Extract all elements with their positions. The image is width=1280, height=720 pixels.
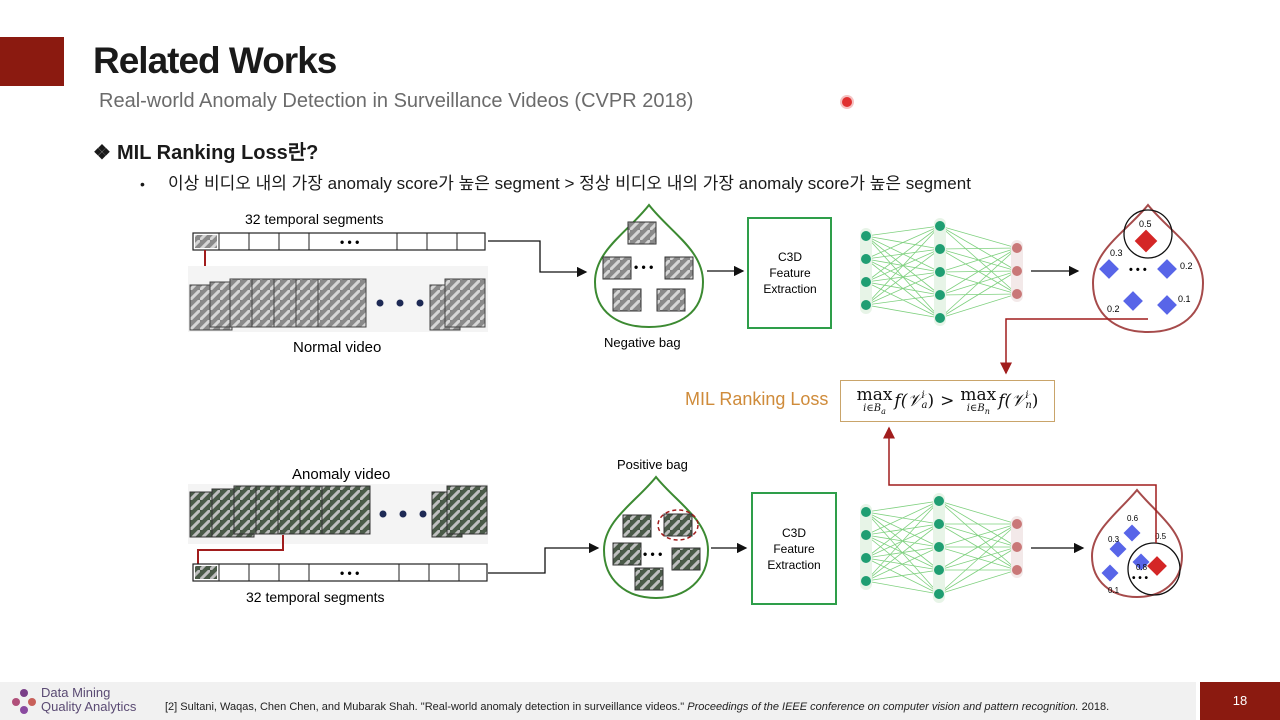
formula-sup-a: i: [921, 390, 925, 401]
positive-bag-frames: • • •: [612, 509, 701, 591]
positive-to-loss-arrow: [883, 426, 1157, 543]
formula-close-n: ): [1031, 391, 1039, 411]
top-score-3: 0.2: [1107, 304, 1120, 314]
bottom-max-circle: [1127, 542, 1181, 596]
negative-bag-frames: • • •: [602, 221, 694, 312]
citation: [2] Sultani, Waqas, Chen Chen, and Mubar…: [165, 701, 1109, 713]
bottom-video-label: Anomaly video: [292, 466, 390, 483]
bottom-segment-strip: • • •: [192, 563, 488, 582]
page-number: 18: [1200, 682, 1280, 720]
top-video-label: Normal video: [293, 339, 381, 356]
formula-sub-a-idx: a: [881, 406, 886, 416]
formula-close-a: ): [927, 391, 935, 411]
mil-ranking-loss-label: MIL Ranking Loss: [685, 389, 829, 409]
dmqa-logo-icon: [12, 689, 36, 714]
negative-bag-ellipsis: • • •: [634, 260, 653, 274]
top-segment-strip: • • •: [192, 232, 486, 251]
top-segments-label: 32 temporal segments: [245, 211, 384, 227]
bullet-text: 이상 비디오 내의 가장 anomaly score가 높은 segment >…: [168, 174, 971, 193]
bottom-score-ellipsis: • • •: [1132, 573, 1149, 584]
neural-network-top: [865, 225, 1018, 319]
formula-f-n: f(𝒱: [998, 391, 1026, 411]
bullet-point: • 이상 비디오 내의 가장 anomaly score가 높은 segment …: [140, 169, 971, 194]
positive-bag-label: Positive bag: [617, 457, 688, 472]
laser-pointer-dot: [842, 97, 852, 107]
top-score-4: 0.1: [1178, 294, 1191, 304]
section-heading: ❖ MIL Ranking Loss란?: [93, 136, 318, 165]
top-video-frames: [188, 266, 488, 332]
slide-subtitle: Real-world Anomaly Detection in Surveill…: [99, 90, 694, 112]
footer-bar: [0, 682, 1196, 720]
negative-to-loss-arrow: [1000, 318, 1148, 375]
bottom-segment-bracket: [197, 535, 284, 564]
top-score-0: 0.5: [1139, 219, 1152, 229]
top-score-2: 0.2: [1180, 261, 1193, 271]
citation-venue: Proceedings of the IEEE conference on co…: [687, 701, 1079, 713]
neural-network-bottom: [865, 500, 1018, 595]
citation-main: [2] Sultani, Waqas, Chen Chen, and Mubar…: [165, 701, 685, 713]
formula-max-n: max: [960, 384, 997, 405]
c3d-top-line3: Extraction: [763, 282, 816, 296]
bottom-score-1: 0.3: [1108, 535, 1120, 544]
bottom-score-3: 0.8: [1136, 563, 1148, 572]
logo-line1: Data Mining: [41, 685, 111, 700]
formula-sub-n: i∈B: [966, 402, 985, 414]
c3d-box-top: [747, 217, 832, 329]
logo-line2: Quality Analytics: [41, 699, 137, 714]
top-arrow-to-bag: [488, 240, 588, 278]
positive-bag-ellipsis: • • •: [643, 547, 662, 561]
formula-sub-n-idx: n: [984, 406, 990, 416]
dmqa-logo-text: Data Mining Quality Analytics: [41, 686, 136, 714]
bottom-segments-label: 32 temporal segments: [246, 589, 385, 605]
section-heading-text: MIL Ranking Loss란?: [117, 142, 319, 164]
citation-year: 2018.: [1081, 701, 1110, 713]
formula-sub-a: i∈B: [863, 402, 882, 414]
c3d-top-line2: Feature: [769, 266, 811, 280]
formula-gt: >: [940, 391, 955, 411]
mil-diagram: 32 temporal segments • • • Normal video: [188, 203, 1205, 605]
c3d-box-bottom: [751, 492, 837, 605]
bottom-score-2: 0.5: [1155, 532, 1167, 541]
top-strip-ellipsis: • • •: [340, 235, 359, 249]
bullet-dot: •: [140, 176, 145, 192]
c3d-bottom-line3: Extraction: [767, 558, 820, 572]
formula-f-a: f(𝒱: [894, 391, 922, 411]
bottom-arrow-to-bag: [488, 542, 600, 574]
formula-idx-n: n: [1025, 400, 1032, 411]
negative-bag-label: Negative bag: [604, 335, 681, 350]
top-score-ellipsis: • • •: [1129, 264, 1147, 276]
bottom-score-4: 0.1: [1108, 586, 1120, 595]
top-score-1: 0.3: [1110, 248, 1123, 258]
diamond-bullet-icon: ❖: [93, 142, 111, 164]
c3d-top-line1: C3D: [778, 250, 802, 264]
title-accent-bar: [0, 37, 64, 86]
formula-idx-a: a: [921, 400, 928, 411]
c3d-bottom-line2: Feature: [773, 542, 815, 556]
bottom-max-diamond: [1147, 556, 1167, 576]
negative-score-bag: [1091, 203, 1205, 334]
bottom-score-0: 0.6: [1127, 514, 1139, 523]
c3d-bottom-line1: C3D: [782, 526, 806, 540]
formula-sup-n: i: [1025, 390, 1029, 401]
formula-max-a: max: [856, 384, 893, 405]
top-max-circle: [1123, 209, 1173, 259]
bottom-strip-ellipsis: • • •: [340, 566, 359, 580]
slide-title: Related Works: [93, 40, 337, 81]
bottom-video-frames: [188, 484, 488, 544]
